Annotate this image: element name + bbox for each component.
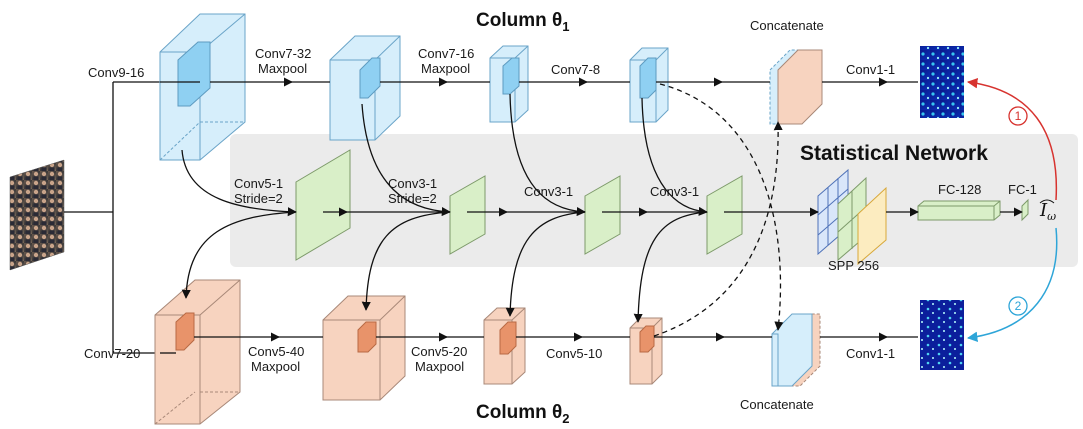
label-fc128: FC-128 [938, 182, 981, 197]
top-to-middle-curves [181, 93, 708, 217]
label-conv3-1-a: Conv3-1 [388, 176, 437, 191]
label-top-maxpool-1: Maxpool [258, 61, 307, 76]
label-bottom-concatenate: Concatenate [740, 397, 814, 412]
cross-dashed-arrows [653, 83, 784, 337]
label-bottom-conv1-1: Conv1-1 [846, 346, 895, 361]
bottom-block-1 [154, 279, 241, 425]
middle-to-bottom-curves [181, 211, 708, 323]
badge-one: 1 [1008, 106, 1028, 126]
stat-conv-block-4 [706, 175, 743, 255]
label-bottom-maxpool-2: Maxpool [415, 359, 464, 374]
feedback-arrow-top [966, 78, 1058, 201]
top-concat-block [769, 49, 823, 125]
label-top-concatenate: Concatenate [750, 18, 824, 33]
label-conv5-20: Conv5-20 [411, 344, 467, 359]
spp-block [817, 168, 887, 266]
label-conv5-10: Conv5-10 [546, 346, 602, 361]
label-stride-2: Stride=2 [388, 191, 437, 206]
label-conv9-16: Conv9-16 [88, 65, 144, 80]
label-conv7-20: Conv7-20 [84, 346, 140, 361]
column-top-title: Column θ1 [476, 10, 570, 34]
top-block-1 [159, 13, 246, 161]
label-conv7-8: Conv7-8 [551, 62, 600, 77]
label-stride-1: Stride=2 [234, 191, 283, 206]
label-fc1: FC-1 [1008, 182, 1037, 197]
label-conv7-32: Conv7-32 [255, 46, 311, 61]
statistical-network-title: Statistical Network [800, 142, 988, 165]
label-top-maxpool-2: Maxpool [421, 61, 470, 76]
label-conv5-1: Conv5-1 [234, 176, 283, 191]
top-block-2 [329, 35, 401, 141]
output-estimate-symbol: Iω [1039, 200, 1056, 223]
stat-conv-block-2 [449, 175, 486, 255]
density-map-bottom [920, 300, 964, 370]
bottom-block-2 [322, 295, 406, 401]
fc128-block [917, 200, 1001, 221]
label-top-conv1-1: Conv1-1 [846, 62, 895, 77]
label-bottom-maxpool-1: Maxpool [251, 359, 300, 374]
feedback-arrow-bottom [966, 227, 1058, 342]
svg-text:1: 1 [1015, 109, 1022, 123]
input-crowd-image [9, 159, 65, 271]
svg-text:2: 2 [1015, 299, 1022, 313]
bottom-block-3 [483, 307, 526, 385]
bottom-row-arrows [160, 332, 918, 354]
label-conv7-16: Conv7-16 [418, 46, 474, 61]
top-block-3 [489, 45, 529, 123]
label-conv3-1-c: Conv3-1 [650, 184, 699, 199]
label-conv5-40: Conv5-40 [248, 344, 304, 359]
bottom-concat-block [771, 313, 821, 387]
label-spp: SPP 256 [828, 258, 879, 273]
density-map-top [920, 46, 964, 118]
label-conv3-1-b: Conv3-1 [524, 184, 573, 199]
output-hat-icon [1039, 199, 1055, 204]
input-branch-lines [64, 81, 160, 354]
stat-conv-block-3 [584, 175, 621, 255]
badge-two: 2 [1008, 296, 1028, 316]
top-block-4 [629, 47, 669, 123]
column-bottom-title: Column θ2 [476, 402, 570, 426]
bottom-block-4 [629, 317, 663, 385]
stat-conv-block-1 [295, 149, 351, 261]
